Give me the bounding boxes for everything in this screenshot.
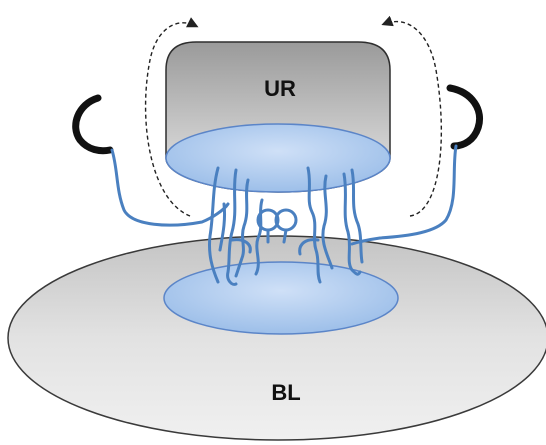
filament-right-long	[350, 144, 458, 246]
rotation-arrow-left	[144, 17, 199, 217]
ring-stem-right	[282, 228, 288, 244]
base-plate	[7, 235, 546, 441]
hook-right	[446, 84, 483, 150]
lower-disc	[163, 261, 399, 335]
hook-left	[72, 94, 114, 155]
filament-left-long	[110, 148, 230, 227]
filament-5	[306, 166, 322, 284]
filament-3	[234, 178, 250, 278]
filament-2	[226, 168, 238, 286]
filament-9	[218, 202, 226, 252]
label-ur: UR	[264, 76, 296, 101]
label-bl: BL	[271, 380, 300, 405]
rotation-arrow-right	[381, 15, 443, 217]
upper-disc	[165, 123, 391, 193]
filament-7	[342, 172, 362, 276]
filament-10	[230, 238, 252, 254]
filament-1	[208, 166, 220, 284]
filament-6	[321, 174, 334, 270]
filaments	[110, 144, 458, 286]
filament-8	[350, 168, 364, 264]
filament-11	[298, 238, 320, 256]
